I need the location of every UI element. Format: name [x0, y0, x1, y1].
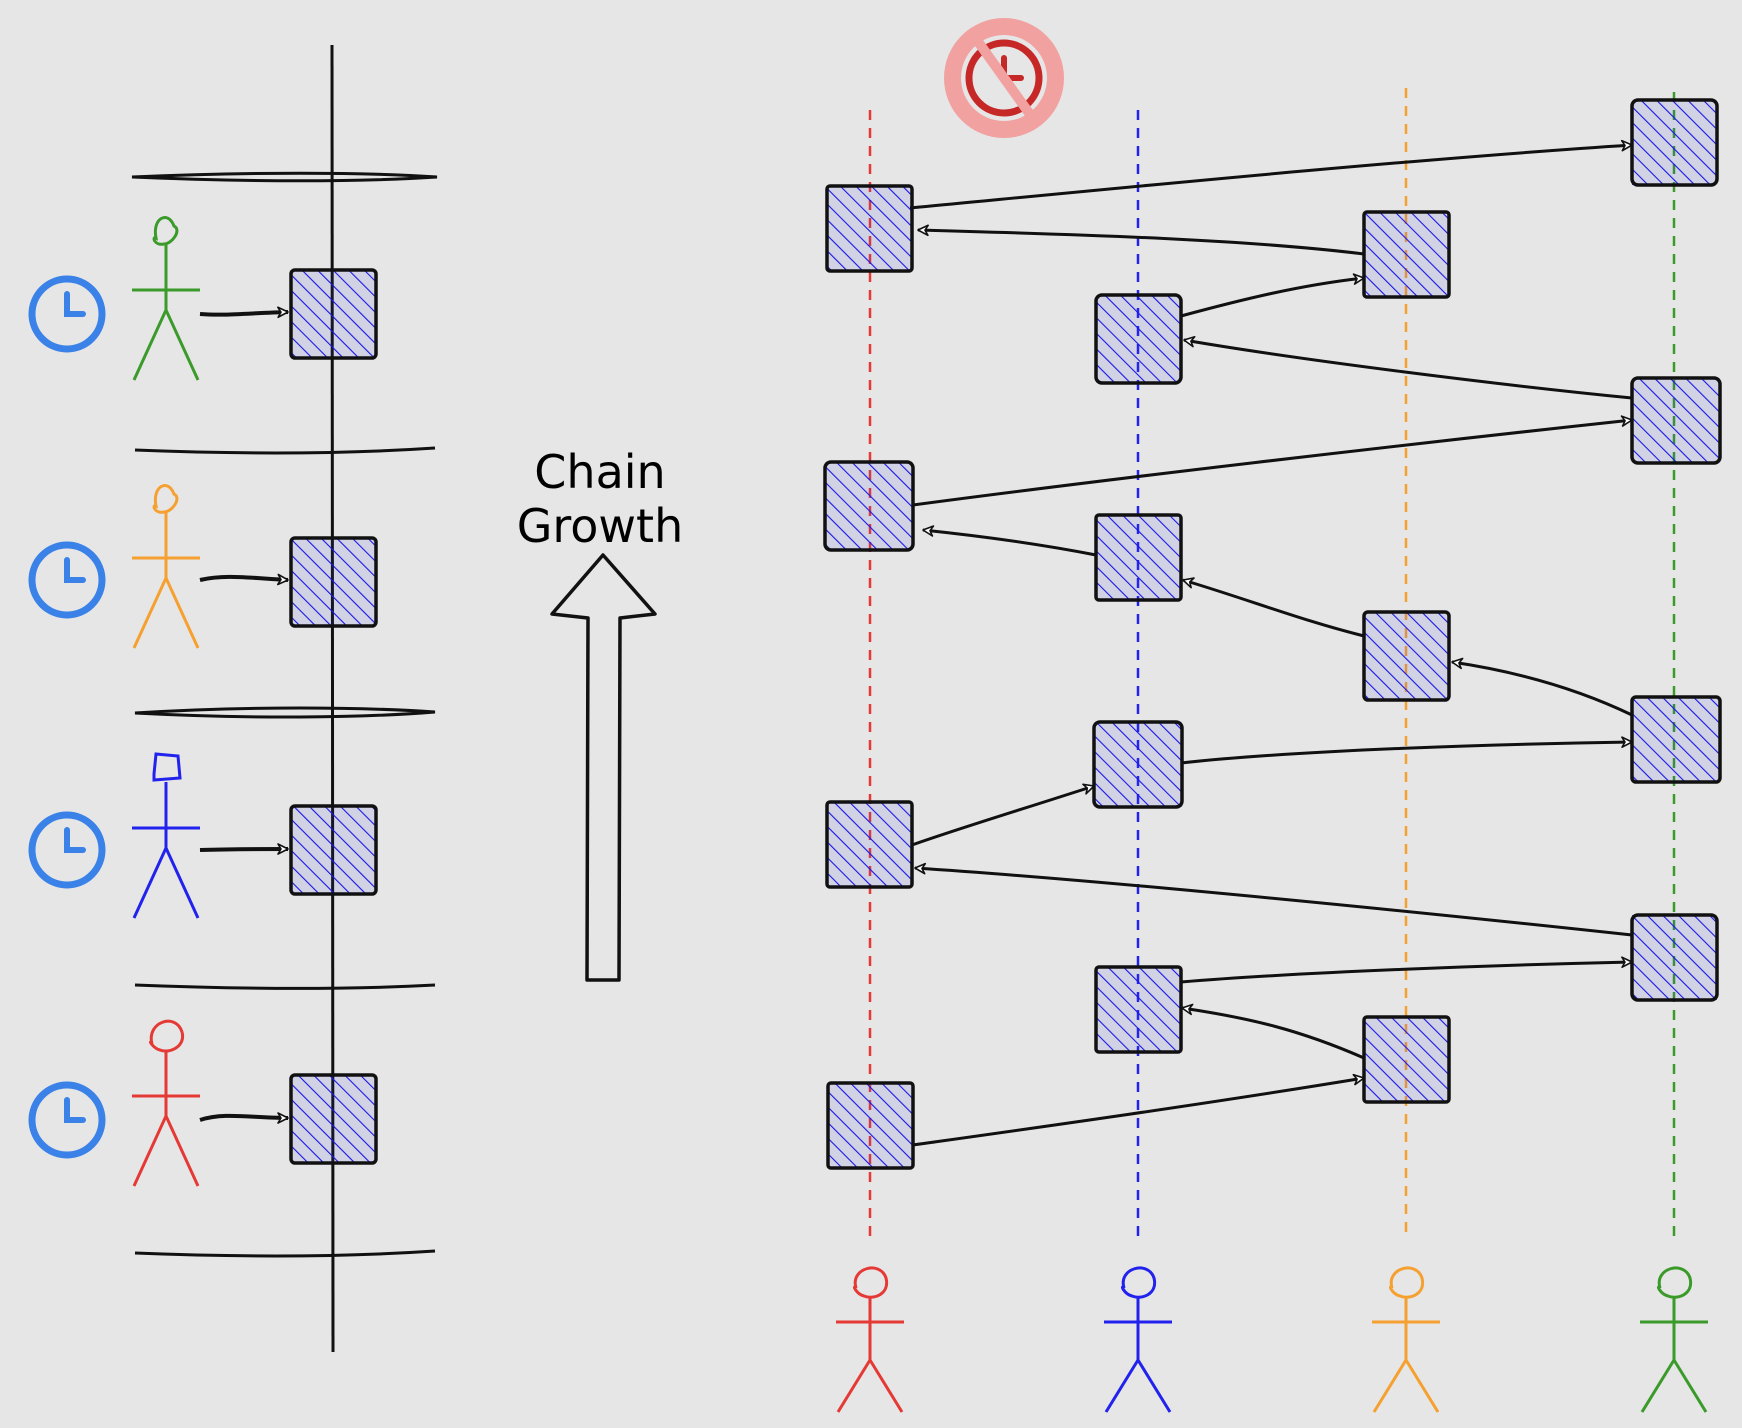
block-icon — [1094, 965, 1183, 1054]
block-icon — [1630, 913, 1719, 1002]
dag-link — [912, 415, 1633, 507]
dag-link — [922, 525, 1097, 557]
block-icon — [289, 268, 378, 360]
block-icon — [826, 1081, 915, 1170]
dag-link — [917, 224, 1365, 256]
submit-arrow — [199, 843, 289, 855]
chain-growth-label-line1: Chain — [534, 445, 665, 499]
block-icon — [1630, 695, 1722, 784]
block-icon — [1630, 98, 1719, 187]
clock-icon — [28, 275, 106, 353]
no-clock-icon — [944, 18, 1064, 138]
sync-row-blue — [28, 752, 378, 919]
block-icon — [1362, 210, 1451, 299]
dag-link — [1180, 736, 1633, 765]
async-participants — [836, 1266, 1708, 1413]
round-separator — [131, 171, 438, 183]
stick-figure-icon — [132, 216, 200, 381]
block-icon — [825, 184, 914, 273]
dag-links — [909, 139, 1633, 1147]
block-icon — [1094, 513, 1183, 602]
round-separator — [134, 706, 436, 719]
dag-link — [1182, 577, 1365, 638]
block-icon — [289, 1073, 378, 1165]
dag-link — [1181, 1003, 1365, 1060]
async-dag — [823, 18, 1722, 1413]
stick-figure-icon — [132, 752, 200, 919]
block-icon — [825, 800, 914, 889]
sync-row-orange — [28, 484, 378, 649]
round-separators — [131, 171, 438, 1258]
stick-figure-icon — [132, 1019, 200, 1187]
block-icon — [289, 804, 378, 896]
block-icon — [1362, 610, 1451, 702]
sync-row-red — [28, 1019, 378, 1187]
block-icon — [1094, 293, 1183, 385]
dag-link — [1180, 273, 1365, 318]
dag-link — [1180, 956, 1633, 984]
dag-link — [911, 783, 1095, 847]
submit-arrow — [199, 573, 289, 586]
stick-figure-icon — [836, 1266, 904, 1413]
submit-arrow — [199, 1112, 289, 1124]
dag-link — [912, 1073, 1365, 1147]
dag-blocks — [823, 98, 1722, 1170]
stick-figure-icon — [132, 484, 200, 649]
dag-link — [1451, 657, 1633, 717]
up-arrow-icon — [550, 553, 657, 982]
round-separator — [134, 1249, 436, 1258]
sync-chain — [28, 44, 438, 1353]
stick-figure-icon — [1640, 1266, 1708, 1413]
dag-link — [1183, 335, 1633, 400]
chain-growth-label-line2: Growth — [517, 499, 684, 553]
clock-icon — [28, 541, 106, 619]
clock-icon — [28, 1081, 106, 1159]
block-icon — [289, 536, 378, 628]
block-icon — [1362, 1015, 1451, 1104]
chain-growth: Chain Growth — [517, 445, 684, 982]
dag-link — [914, 862, 1633, 937]
dag-link — [909, 139, 1633, 210]
block-icon — [1092, 720, 1184, 809]
block-icon — [823, 460, 915, 552]
stick-figure-icon — [1104, 1266, 1172, 1413]
round-separator — [134, 983, 436, 990]
round-separator — [134, 446, 436, 455]
block-icon — [1630, 376, 1722, 465]
submit-arrow — [199, 306, 289, 319]
lanes — [868, 88, 1676, 1240]
clock-icon — [28, 811, 106, 889]
sync-row-green — [28, 216, 378, 381]
stick-figure-icon — [1372, 1266, 1440, 1413]
